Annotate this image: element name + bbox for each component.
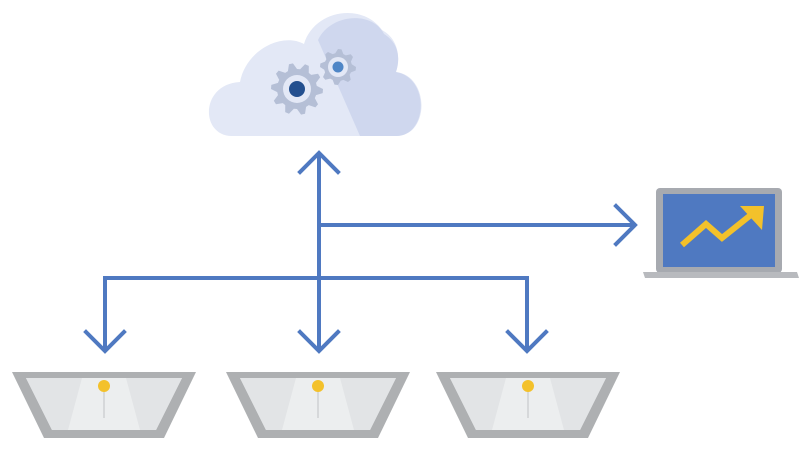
cloud-shading bbox=[318, 18, 421, 137]
laptop-base bbox=[643, 272, 799, 278]
light-fixture-1 bbox=[12, 372, 196, 438]
arrowhead-to-laptop bbox=[613, 203, 638, 247]
light-fixture-3 bbox=[436, 372, 620, 438]
laptop-screen bbox=[663, 194, 775, 267]
large-gear-icon bbox=[271, 63, 323, 115]
gear-center bbox=[289, 81, 305, 97]
fixture-reflector-left bbox=[26, 378, 82, 430]
led-icon bbox=[98, 380, 110, 392]
gear-center-small bbox=[332, 61, 344, 73]
cloud-node bbox=[208, 13, 422, 137]
arrowhead-to-light-3 bbox=[505, 329, 549, 354]
trend-arrow-icon bbox=[680, 211, 754, 248]
led-icon bbox=[312, 380, 324, 392]
lights-bus-line bbox=[103, 276, 529, 352]
laptop-node bbox=[643, 188, 799, 278]
connector-lines bbox=[83, 150, 638, 354]
fixture-reflector-right bbox=[126, 378, 182, 430]
fixture-reflector-left bbox=[450, 378, 506, 430]
trend-arrow-head bbox=[740, 206, 764, 230]
light-fixture-2 bbox=[226, 372, 410, 438]
fixture-reflector-right bbox=[340, 378, 396, 430]
small-gear-icon bbox=[320, 49, 356, 85]
fixture-reflector-right bbox=[550, 378, 606, 430]
arrowhead-to-light-2 bbox=[297, 329, 341, 354]
arrowhead-to-cloud bbox=[297, 150, 341, 175]
led-icon bbox=[522, 380, 534, 392]
fixture-reflector-left bbox=[240, 378, 296, 430]
arrowhead-to-light-1 bbox=[83, 329, 127, 354]
